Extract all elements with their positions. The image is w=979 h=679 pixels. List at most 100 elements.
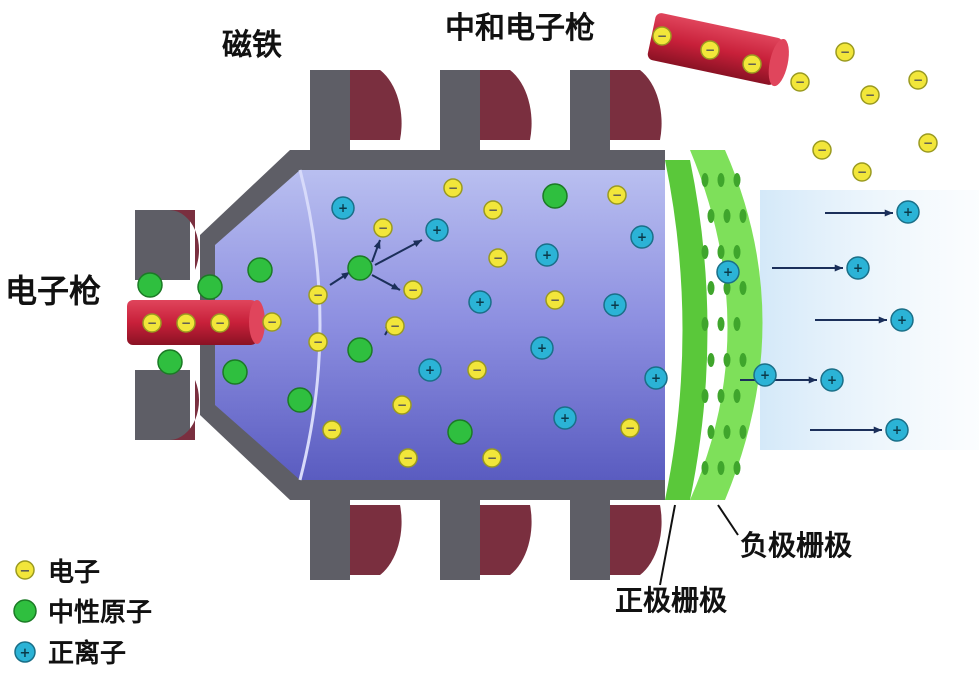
neutral-atom-icon [347, 255, 373, 281]
svg-text:−: − [747, 57, 757, 71]
svg-text:+: + [560, 411, 570, 425]
grid-hole [733, 389, 741, 403]
legend-item-ion: + 正离子 [14, 638, 126, 669]
electron-icon: − [742, 54, 762, 74]
legend-item-electron: − 电子 [15, 558, 100, 588]
ion-icon: + [418, 358, 442, 382]
svg-text:−: − [865, 88, 875, 102]
grid-hole [733, 461, 741, 475]
svg-text:−: − [923, 136, 933, 150]
label-positive-grid: 正极栅极 [615, 584, 727, 617]
electron-icon: − [483, 200, 503, 220]
svg-text:+: + [542, 248, 552, 262]
svg-text:+: + [903, 205, 913, 219]
svg-text:+: + [338, 201, 348, 215]
neutral-atom-icon [13, 599, 37, 623]
electron-icon: − [308, 332, 328, 352]
svg-text:+: + [432, 223, 442, 237]
label-neutralizer-gun: 中和电子枪 [445, 11, 595, 46]
arrow-head-icon [808, 376, 817, 384]
electron-icon: − [700, 40, 720, 60]
ion-icon: + [630, 225, 654, 249]
magnets-top [310, 70, 662, 150]
rear-magnet [135, 210, 200, 440]
label-magnet: 磁铁 [222, 28, 282, 63]
grid-hole [717, 173, 725, 187]
grid-hole [701, 389, 709, 403]
electron-icon: − [918, 133, 938, 153]
electron-icon: − [210, 313, 230, 333]
svg-text:−: − [378, 221, 388, 235]
electron-icon: − [545, 290, 565, 310]
legend-electron-symbol: − [20, 564, 31, 579]
svg-text:−: − [612, 188, 622, 202]
chamber-interior [215, 170, 665, 480]
arrow-head-icon [884, 209, 893, 217]
svg-text:−: − [181, 316, 191, 330]
ion-icon [14, 641, 36, 663]
svg-text:+: + [475, 295, 485, 309]
particles: −−−−−−−−−−−−−−−−−−−−−−−−−−−−−−++++++++++… [137, 26, 938, 468]
grid-hole [707, 353, 715, 367]
grid-hole [701, 173, 709, 187]
negative-grid [690, 150, 763, 500]
legend-ion-label: 正离子 [48, 638, 126, 669]
legend-ion-symbol: + [20, 646, 31, 661]
svg-text:−: − [488, 203, 498, 217]
svg-text:−: − [913, 73, 923, 87]
grid-hole [707, 281, 715, 295]
svg-text:−: − [147, 316, 157, 330]
svg-text:−: − [313, 288, 323, 302]
ion-icon: + [753, 363, 777, 387]
grid-hole [739, 425, 747, 439]
svg-text:−: − [397, 398, 407, 412]
svg-text:−: − [705, 43, 715, 57]
neutral-atom-icon [222, 359, 248, 385]
positive-grid-leader [659, 504, 676, 586]
svg-text:−: − [472, 363, 482, 377]
electron-icon: − [467, 360, 487, 380]
negative-grid-leader [717, 504, 739, 536]
svg-text:+: + [637, 230, 647, 244]
electron-icon: − [392, 395, 412, 415]
electron-icon: − [908, 70, 928, 90]
neutral-atom-icon [197, 274, 223, 300]
svg-text:+: + [537, 341, 547, 355]
electron-icon: − [262, 312, 282, 332]
magnets-bottom [310, 500, 662, 580]
svg-text:−: − [795, 75, 805, 89]
svg-text:−: − [390, 319, 400, 333]
grid-hole [717, 389, 725, 403]
ion-icon: + [603, 293, 627, 317]
grid-hole [733, 317, 741, 331]
svg-text:−: − [313, 335, 323, 349]
svg-text:+: + [897, 313, 907, 327]
grid-hole [717, 317, 725, 331]
neutral-atom-icon [137, 272, 163, 298]
label-electron-gun: 电子枪 [5, 272, 101, 310]
electron-icon: − [443, 178, 463, 198]
arrow-head-icon [391, 282, 400, 290]
grid-hole [739, 353, 747, 367]
ion-icon: + [468, 290, 492, 314]
electron-icon: − [403, 280, 423, 300]
arrow-head-icon [834, 264, 843, 272]
neutral-atom-icon [347, 337, 373, 363]
electron-icon: − [488, 248, 508, 268]
svg-text:−: − [657, 29, 667, 43]
electron-icon: − [652, 26, 672, 46]
grid-hole [739, 209, 747, 223]
grid-hole [733, 245, 741, 259]
svg-text:−: − [408, 283, 418, 297]
ion-icon: + [331, 196, 355, 220]
legend: − 电子 中性原子 + 正离子 [13, 558, 152, 669]
electron-icon: − [835, 42, 855, 62]
grid-hole [723, 209, 731, 223]
neutral-atom-icon [542, 183, 568, 209]
svg-text:+: + [892, 423, 902, 437]
ion-icon: + [890, 308, 914, 332]
svg-text:+: + [651, 371, 661, 385]
grid-holes [701, 173, 747, 475]
ion-icon: + [820, 368, 844, 392]
